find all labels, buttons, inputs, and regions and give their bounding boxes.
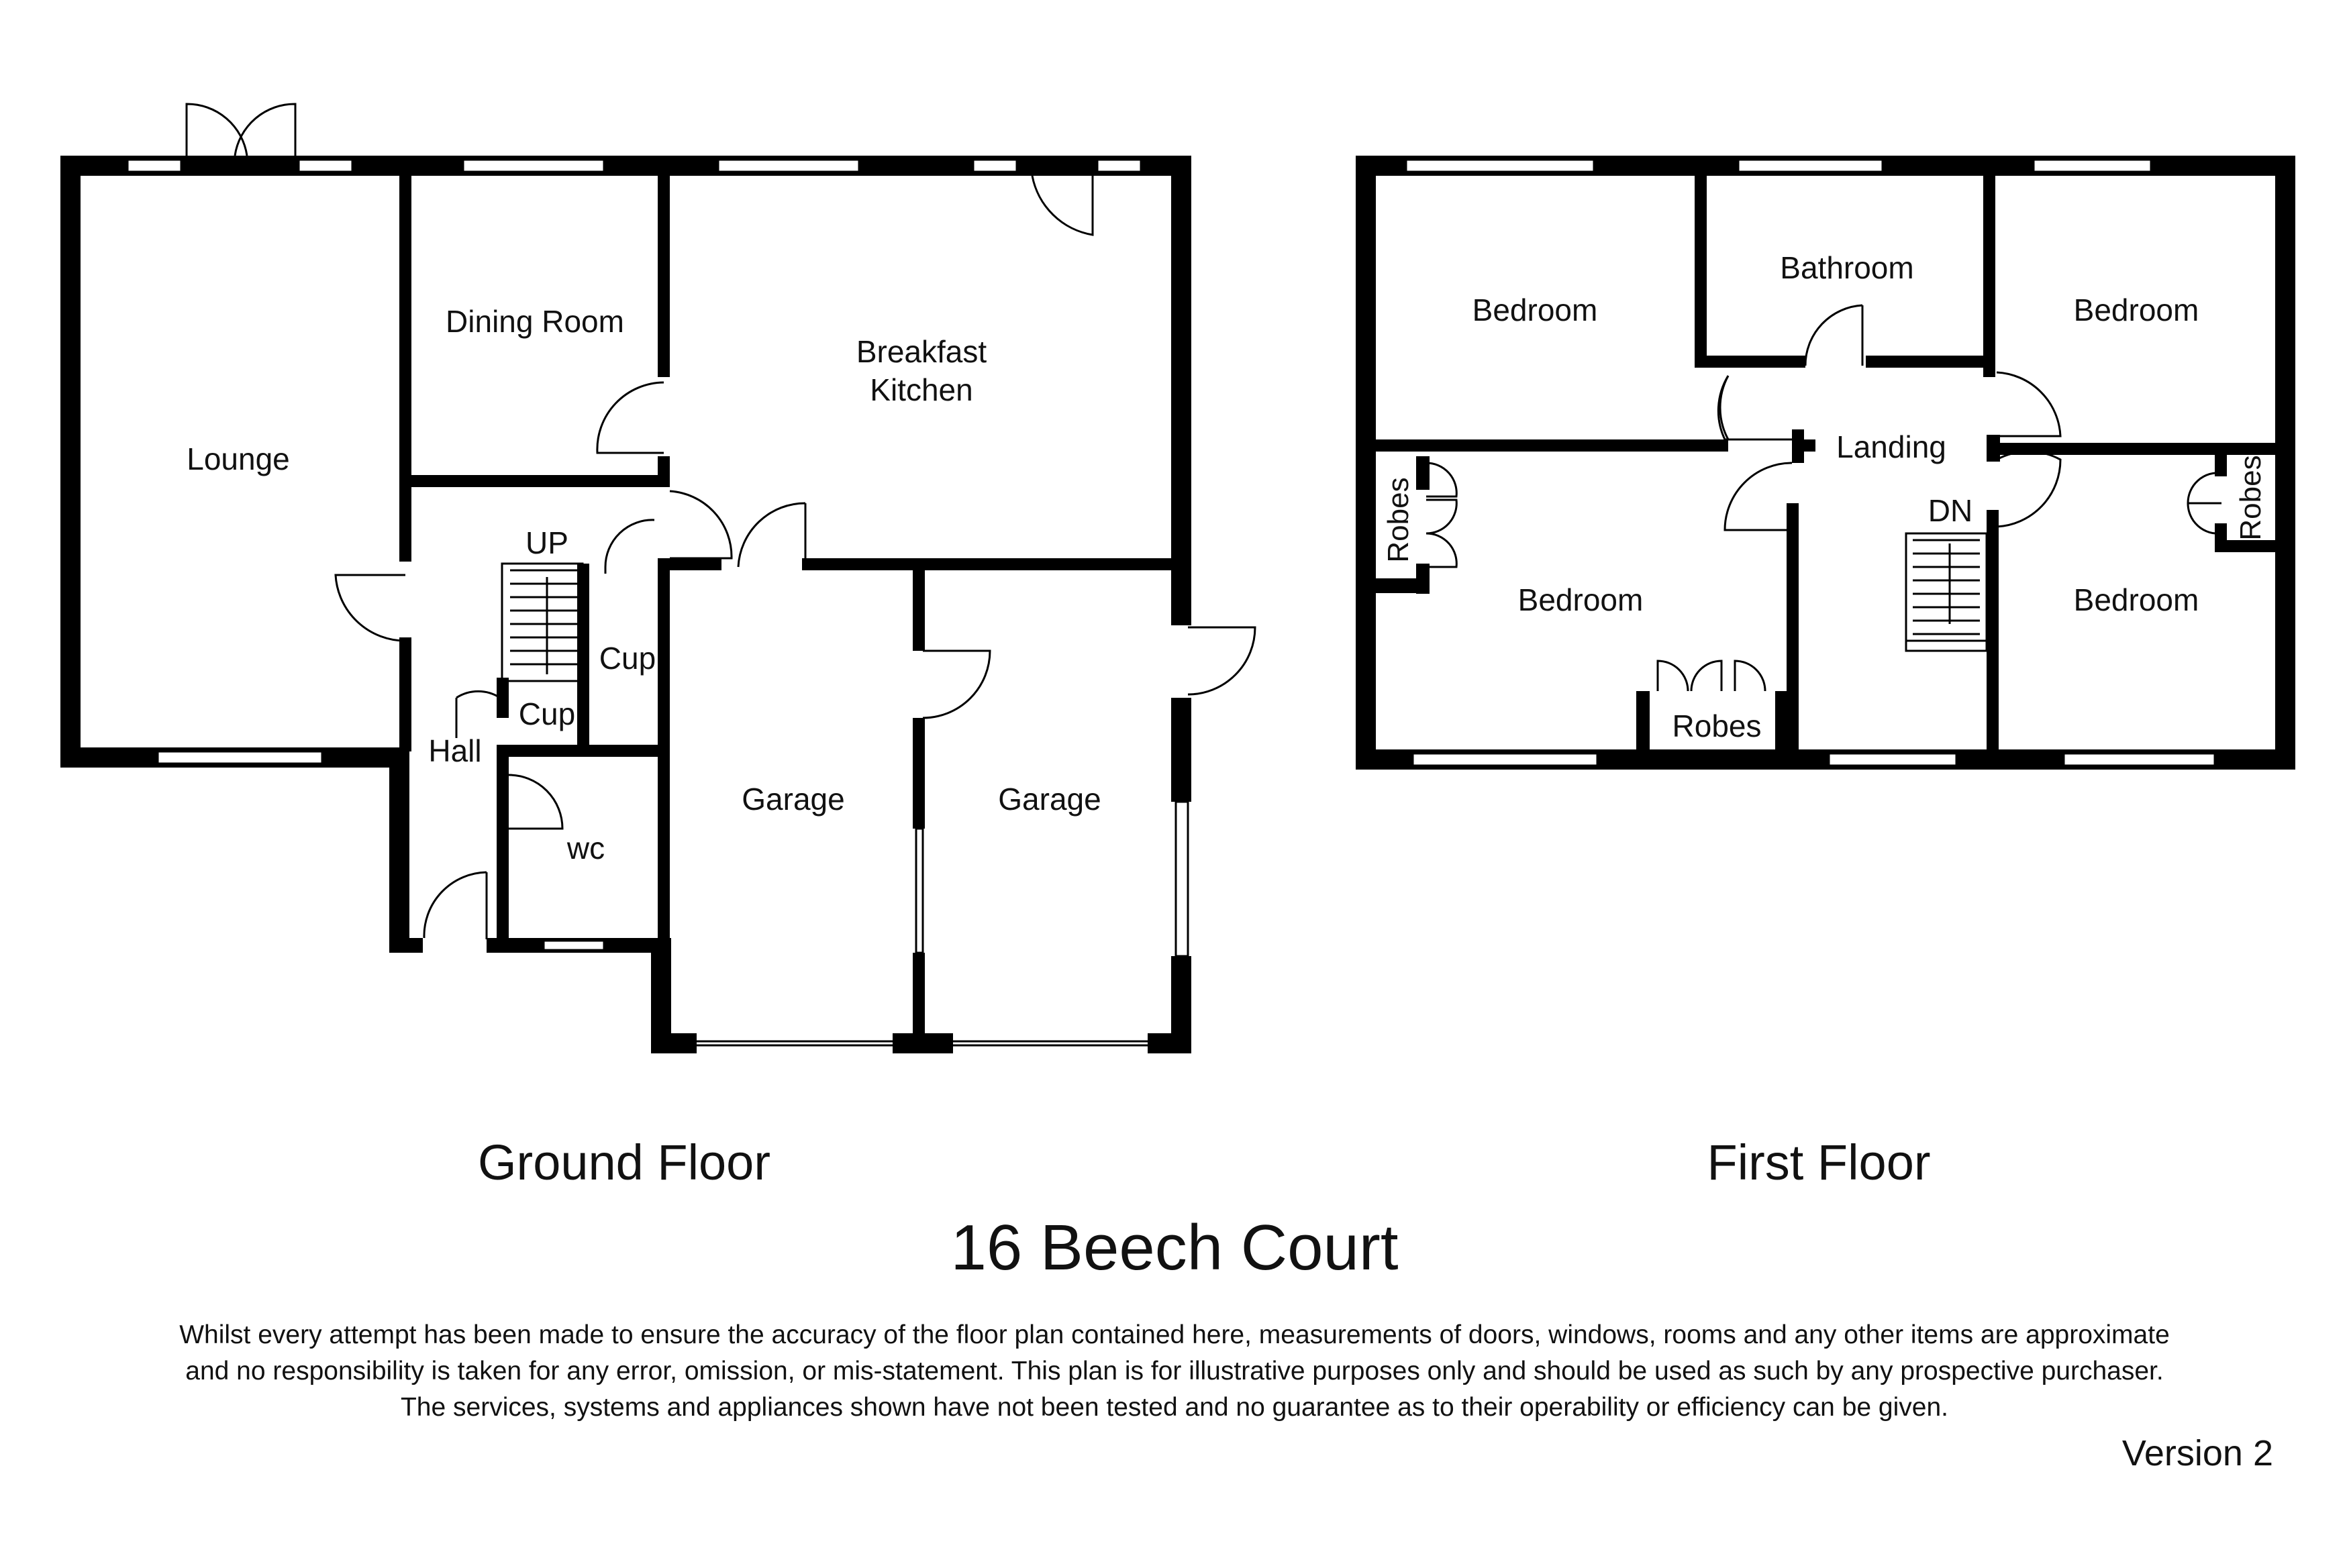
room-robes-2: Robes — [1672, 709, 1762, 743]
disclaimer-line-3: The services, systems and appliances sho… — [400, 1393, 1948, 1422]
first-floor-windows — [1405, 158, 2216, 767]
ground-floor-doors — [185, 103, 1256, 939]
room-dining: Dining Room — [446, 304, 624, 339]
room-garage-1: Garage — [742, 782, 844, 817]
room-lounge: Lounge — [187, 441, 290, 476]
first-floor-title: First Floor — [1707, 1135, 1931, 1190]
room-cupboard-1: Cup — [599, 641, 656, 676]
first-floor-walls — [1356, 156, 2295, 770]
room-hall: Hall — [428, 733, 481, 768]
room-robes-3: Robes — [2234, 455, 2267, 540]
room-bedroom-2: Bedroom — [2074, 293, 2199, 327]
property-address: 16 Beech Court — [950, 1212, 1399, 1284]
room-garage-2: Garage — [998, 782, 1101, 817]
room-bedroom-1: Bedroom — [1472, 293, 1598, 327]
room-cupboard-2: Cup — [519, 696, 575, 731]
first-floor-labels: Bedroom Bathroom Bedroom Landing DN Bedr… — [1382, 250, 2267, 743]
version-label: Version 2 — [2121, 1433, 2273, 1473]
disclaimer: Whilst every attempt has been made to en… — [40, 1317, 2309, 1426]
ground-floor-title: Ground Floor — [478, 1135, 770, 1190]
ground-floor-walls — [60, 156, 1191, 1053]
disclaimer-line-1: Whilst every attempt has been made to en… — [179, 1320, 2170, 1349]
first-floor-plan: Bedroom Bathroom Bedroom Landing DN Bedr… — [1356, 156, 2295, 770]
room-wc: wc — [566, 831, 605, 866]
stairs-down — [1905, 532, 1988, 652]
stairs-down-label: DN — [1928, 493, 1972, 528]
room-kitchen-line2: Kitchen — [870, 372, 972, 407]
room-robes-1: Robes — [1382, 477, 1415, 562]
room-bedroom-4: Bedroom — [2074, 582, 2199, 617]
stairs-up-label: UP — [526, 525, 568, 560]
room-bathroom: Bathroom — [1780, 250, 1913, 285]
room-bedroom-3: Bedroom — [1518, 582, 1644, 617]
ground-floor-labels: Lounge Dining Room Breakfast Kitchen Hal… — [187, 304, 1101, 866]
room-landing: Landing — [1836, 429, 1946, 464]
ground-floor-windows — [126, 158, 1189, 1047]
stairs-up — [501, 562, 584, 682]
disclaimer-line-2: and no responsibility is taken for any e… — [185, 1357, 2164, 1386]
first-floor-doors — [1426, 304, 2222, 692]
ground-floor-plan: Lounge Dining Room Breakfast Kitchen Hal… — [60, 103, 1256, 1053]
room-kitchen-line1: Breakfast — [856, 334, 987, 369]
